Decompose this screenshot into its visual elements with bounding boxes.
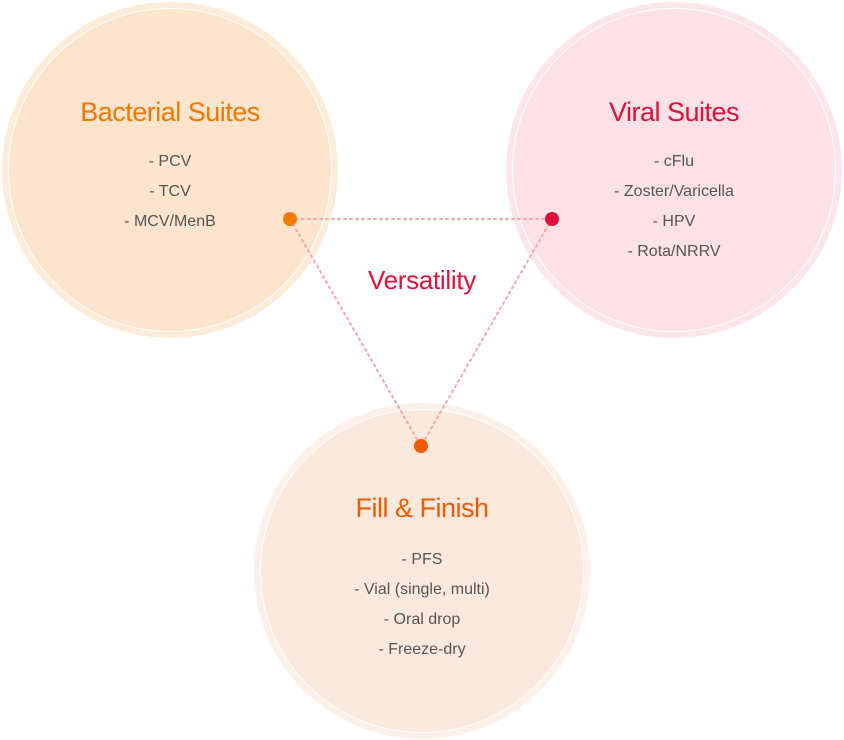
viral-suites-circle: Viral Suites - cFlu - Zoster/Varicella -… [506, 2, 842, 338]
fill-finish-title: Fill & Finish [355, 493, 489, 523]
fill-finish-list: - PFS - Vial (single, multi) - Oral drop… [254, 545, 590, 665]
connector-viral-fill [420, 218, 553, 447]
list-item: - HPV [652, 213, 696, 230]
viral-node-dot [545, 212, 559, 226]
fill-finish-circle: Fill & Finish - PFS - Vial (single, mult… [254, 403, 590, 739]
list-item: - MCV/MenB [124, 213, 216, 230]
bacterial-suites-list: - PCV - TCV - MCV/MenB [2, 147, 338, 237]
list-item: - Freeze-dry [378, 641, 466, 658]
bacterial-suites-title: Bacterial Suites [80, 97, 260, 127]
list-item: - Zoster/Varicella [614, 183, 734, 200]
viral-suites-list: - cFlu - Zoster/Varicella - HPV - Rota/N… [506, 147, 842, 267]
list-item: - PCV [148, 153, 192, 170]
fill-finish-circle-inner [260, 409, 584, 733]
list-item: - Oral drop [383, 611, 461, 628]
viral-suites-circle-inner [512, 8, 836, 332]
bacterial-node-dot [283, 212, 297, 226]
list-item: - TCV [149, 183, 191, 200]
list-item: - cFlu [654, 153, 694, 170]
versatility-label: Versatility [368, 265, 476, 295]
list-item: - PFS [401, 551, 443, 568]
bacterial-suites-circle-inner [8, 8, 332, 332]
list-item: - Rota/NRRV [627, 243, 721, 260]
fill-finish-node-dot [414, 439, 428, 453]
viral-suites-title: Viral Suites [608, 97, 740, 127]
connector-bacterial-fill [289, 218, 422, 447]
bacterial-suites-circle: Bacterial Suites - PCV - TCV - MCV/MenB [2, 2, 338, 338]
list-item: - Vial (single, multi) [354, 581, 490, 598]
